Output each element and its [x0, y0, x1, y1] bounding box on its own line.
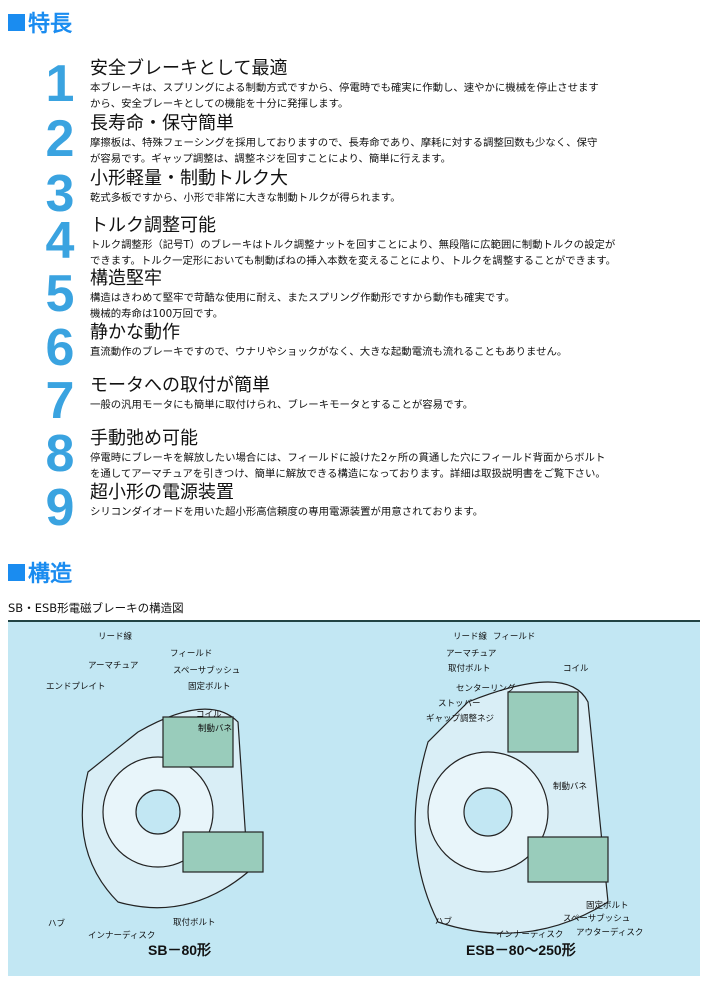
feature-body: 構造はきわめて堅牢で苛酷な使用に耐え、またスプリング作動形ですから動作も確実です…	[90, 292, 515, 320]
feature-item: 7 モータへの取付が簡単 一般の汎用モータにも簡単に取付けられ、ブレーキモータと…	[40, 375, 700, 427]
feature-body: シリコンダイオードを用いた超小形高信頼度の専用電源装置が用意されております。	[90, 506, 484, 518]
feature-title: 静かな動作	[90, 322, 180, 343]
part-label: ストッパー	[438, 699, 481, 709]
part-label: 取付ボルト	[448, 664, 491, 674]
part-label: ハブ	[435, 917, 453, 927]
part-label: センターリング	[456, 684, 516, 694]
part-label: アーマチュア	[88, 661, 139, 671]
part-label: リード線	[98, 632, 133, 642]
sb-model-label: SB－80形	[148, 942, 212, 958]
features-heading: 特長	[8, 6, 72, 38]
feature-title: モータへの取付が簡単	[90, 375, 270, 396]
part-label: スペーサブッシュ	[173, 666, 241, 676]
feature-item: 3 小形軽量・制動トルク大 乾式多板ですから、小形で非常に大きな制動トルクが得ら…	[40, 168, 700, 220]
feature-title: 手動弛め可能	[90, 428, 198, 449]
part-label: ハブ	[48, 919, 66, 929]
part-label: エンドプレイト	[46, 682, 106, 692]
part-label: インナーディスク	[496, 930, 564, 940]
feature-item: 8 手動弛め可能 停電時にブレーキを解放したい場合には、フィールドに設けた2ヶ所…	[40, 428, 700, 480]
esb-model-label: ESB－80～250形	[466, 942, 576, 958]
structure-heading-text: 構造	[28, 562, 73, 587]
part-label: アウターディスク	[576, 928, 644, 938]
feature-item: 9 超小形の電源装置 シリコンダイオードを用いた超小形高信頼度の専用電源装置が用…	[40, 482, 700, 534]
feature-item: 6 静かな動作 直流動作のブレーキですので、ウナリやショックがなく、大きな起動電…	[40, 322, 700, 374]
feature-item: 1 安全ブレーキとして最適 本ブレーキは、スプリングによる制動方式ですから、停電…	[40, 58, 700, 110]
part-label: インナーディスク	[88, 931, 156, 941]
features-heading-text: 特長	[28, 12, 73, 37]
part-label: スペーサブッシュ	[563, 914, 631, 924]
square-bullet-icon	[8, 13, 25, 31]
part-label: フィールド	[493, 632, 536, 642]
feature-number: 5	[45, 265, 75, 323]
part-label: コイル	[196, 710, 222, 720]
part-label: 取付ボルト	[173, 918, 216, 928]
feature-title: 長寿命・保守簡単	[90, 113, 234, 134]
esb-coil-section	[507, 691, 579, 753]
square-bullet-icon	[8, 563, 25, 581]
part-label: 固定ボルト	[586, 901, 629, 911]
feature-body: 乾式多板ですから、小形で非常に大きな制動トルクが得られます。	[90, 192, 401, 204]
brake-illustrations	[81, 681, 609, 934]
part-label: ギャップ調整ネジ	[426, 714, 495, 724]
feature-title: 安全ブレーキとして最適	[90, 58, 288, 79]
part-label: 制動バネ	[198, 724, 233, 734]
feature-body: 摩擦板は、特殊フェーシングを採用しておりますので、長寿命であり、摩耗に対する調整…	[90, 137, 598, 165]
feature-body: トルク調整形（記号T）のブレーキはトルク調整ナットを回すことにより、無段階に広範…	[90, 239, 617, 267]
feature-title: トルク調整可能	[90, 215, 216, 236]
feature-body: 停電時にブレーキを解放したい場合には、フィールドに設けた2ヶ所の貫通した穴にフィ…	[90, 452, 606, 480]
part-label: 固定ボルト	[188, 682, 231, 692]
feature-number: 6	[45, 319, 75, 377]
feature-title: 超小形の電源装置	[90, 482, 234, 503]
part-label: 制動バネ	[553, 782, 588, 792]
feature-body: 直流動作のブレーキですので、ウナリやショックがなく、大きな起動電流も流れることも…	[90, 346, 568, 358]
part-label: アーマチュア	[446, 649, 497, 659]
feature-number: 4	[45, 212, 75, 270]
part-label: フィールド	[170, 649, 213, 659]
feature-number: 3	[45, 165, 75, 223]
feature-item: 2 長寿命・保守簡単 摩擦板は、特殊フェーシングを採用しておりますので、長寿命で…	[40, 113, 700, 165]
feature-number: 2	[45, 110, 75, 168]
part-label: コイル	[563, 664, 589, 674]
feature-number: 7	[45, 372, 75, 430]
feature-item: 5 構造堅牢 構造はきわめて堅牢で苛酷な使用に耐え、またスプリング作動形ですから…	[40, 268, 700, 320]
feature-number: 9	[45, 479, 75, 537]
feature-title: 構造堅牢	[90, 268, 162, 289]
feature-item: 4 トルク調整可能 トルク調整形（記号T）のブレーキはトルク調整ナットを回すこと…	[40, 215, 700, 267]
structure-heading: 構造	[8, 556, 72, 588]
feature-number: 1	[45, 55, 75, 113]
feature-number: 8	[45, 425, 75, 483]
feature-title: 小形軽量・制動トルク大	[90, 168, 288, 189]
feature-body: 一般の汎用モータにも簡単に取付けられ、ブレーキモータとすることが容易です。	[90, 399, 474, 411]
diagram-caption: SB・ESB形電磁ブレーキの構造図	[8, 601, 184, 615]
feature-body: 本ブレーキは、スプリングによる制動方式ですから、停電時でも確実に作動し、速やかに…	[90, 82, 599, 110]
structure-diagram: リード線フィールドアーマチュアスペーサブッシュエンドプレイト固定ボルトコイル制動…	[8, 620, 700, 976]
sb-coil-section	[162, 716, 234, 768]
part-label: リード線	[453, 632, 488, 642]
